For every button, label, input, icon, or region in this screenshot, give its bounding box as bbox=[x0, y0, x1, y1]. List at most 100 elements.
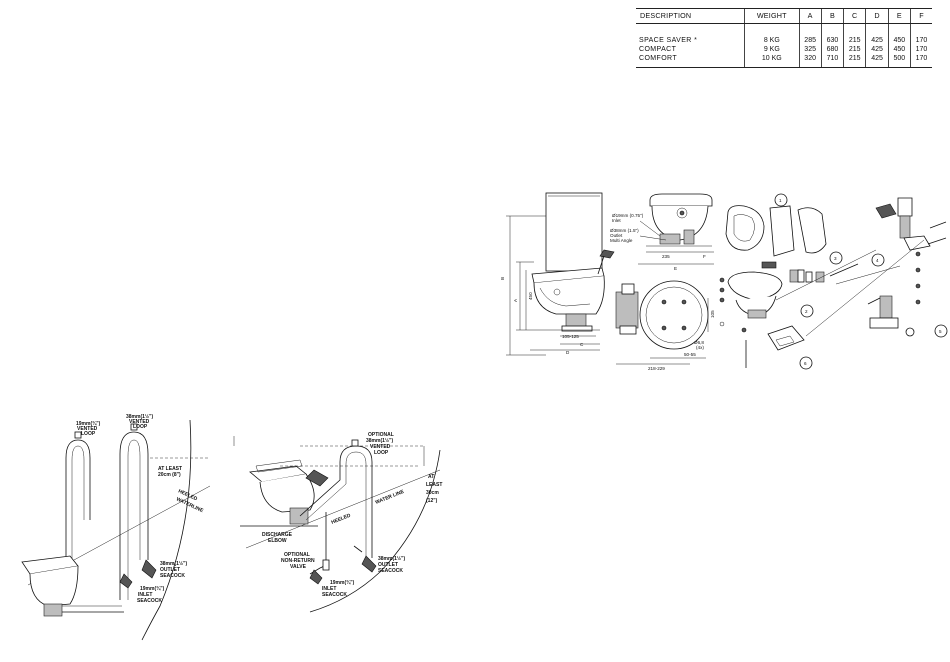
table-cell: 10 KG bbox=[744, 54, 799, 68]
outlet-seacock-right-1: 38mm(1½") bbox=[378, 555, 405, 562]
optional-loop-label-1: OPTIONAL bbox=[368, 432, 394, 438]
table-cell: 8 KG bbox=[744, 23, 799, 45]
col-description: DESCRIPTION bbox=[636, 8, 745, 24]
dim-50-55-label: 50-55 bbox=[684, 352, 696, 357]
dim-hole-2: (4x) bbox=[696, 345, 704, 350]
callout-1: 1 bbox=[774, 193, 788, 207]
water-line-label: WATER LINE bbox=[375, 489, 406, 506]
svg-text:6: 6 bbox=[804, 361, 807, 366]
outlet-seacock-right-3: SEACOCK bbox=[378, 568, 403, 574]
spec-table-header-row: DESCRIPTION WEIGHT A B C D E F bbox=[636, 8, 932, 24]
col-a: A bbox=[798, 8, 822, 24]
at-least-label-2: 20cm (8") bbox=[158, 472, 181, 478]
at-least-30-label-1: AT bbox=[428, 474, 434, 480]
table-cell: 285 bbox=[798, 23, 822, 45]
outlet-note-1: Ø38mm (1.5") bbox=[610, 228, 639, 233]
heeled-label-right: HEELED bbox=[331, 513, 352, 526]
small-loop-label-3: LOOP bbox=[81, 431, 96, 437]
table-cell: 320 bbox=[798, 54, 822, 68]
table-cell: 325 bbox=[798, 45, 822, 54]
col-e: E bbox=[887, 8, 911, 24]
inlet-seacock-right-1: 19mm(¾") bbox=[330, 579, 355, 586]
inlet-note-1: Ø19mm (0.75") bbox=[612, 213, 644, 218]
large-loop-label-2: VENTED bbox=[129, 419, 150, 425]
dim-f-label: F bbox=[703, 254, 706, 259]
inlet-seacock-right-3: SEACOCK bbox=[322, 592, 347, 598]
col-b: B bbox=[820, 8, 844, 24]
callout-4: 4 bbox=[871, 253, 885, 267]
discharge-elbow-label-1: DISCHARGE bbox=[262, 532, 293, 538]
table-cell: 425 bbox=[865, 45, 889, 54]
table-cell: 215 bbox=[843, 45, 866, 54]
col-weight: WEIGHT bbox=[744, 8, 799, 24]
optional-loop-label-3: VENTED bbox=[370, 444, 391, 450]
outlet-seacock-label-3: SEACOCK bbox=[160, 573, 185, 579]
dim-e-label: E bbox=[674, 266, 677, 271]
col-c: C bbox=[843, 8, 866, 24]
small-loop-label-2: VENTED bbox=[77, 426, 98, 432]
outlet-note-2: Outlet bbox=[610, 233, 623, 238]
col-f: F bbox=[909, 8, 932, 24]
table-cell: 425 bbox=[865, 23, 889, 45]
table-cell: COMPACT bbox=[639, 46, 677, 53]
dim-235-label: 235 bbox=[662, 254, 670, 259]
table-cell: 215 bbox=[843, 23, 866, 45]
front-plan-view: Ø19mm (0.75") Inlet Ø38mm (1.5") Outlet … bbox=[610, 193, 715, 371]
dimension-drawing: B A 450 105-125 C D bbox=[500, 192, 615, 356]
table-cell: 170 bbox=[909, 54, 932, 68]
svg-text:5: 5 bbox=[939, 329, 942, 334]
outlet-seacock-right-2: OUTLET bbox=[378, 562, 398, 568]
svg-text:2: 2 bbox=[805, 309, 808, 314]
svg-text:3: 3 bbox=[834, 256, 837, 261]
table-cell: 630 bbox=[820, 23, 844, 45]
table-cell: 170 bbox=[909, 23, 932, 45]
installation-diagram-left: 19mm(¾") VENTED LOOP 38mm(1½") VENTED LO… bbox=[21, 413, 211, 641]
outlet-seacock-label-1: 38mm(1½") bbox=[160, 560, 187, 567]
callout-2: 2 bbox=[800, 304, 814, 318]
table-cell: 9 KG bbox=[744, 45, 799, 54]
callout-5: 5 bbox=[934, 324, 948, 338]
table-row: SPACE SAVER * 8 KG 285 630 215 425 450 1… bbox=[636, 23, 932, 45]
table-cell: 500 bbox=[887, 54, 911, 68]
dim-b-label: B bbox=[500, 277, 505, 280]
dim-105-125-label: 105-125 bbox=[562, 334, 579, 339]
inlet-seacock-label-2: INLET bbox=[138, 592, 152, 598]
callout-3: 3 bbox=[829, 251, 843, 265]
col-d: D bbox=[865, 8, 889, 24]
table-row: COMPACT 9 KG 325 680 215 425 450 170 bbox=[636, 45, 932, 54]
nrv-label-2: NON-RETURN bbox=[281, 558, 315, 564]
table-cell: 450 bbox=[887, 23, 911, 45]
dim-hole-1: Ø6,8 bbox=[694, 340, 704, 345]
dim-105-label: 105 bbox=[710, 310, 715, 318]
nrv-label-1: OPTIONAL bbox=[284, 552, 310, 558]
discharge-elbow-label-2: ELBOW bbox=[268, 538, 287, 544]
inlet-seacock-label-3: SEACOCK bbox=[137, 598, 162, 604]
table-row: COMFORT 10 KG 320 710 215 425 500 170 bbox=[636, 54, 932, 68]
toilet-side-view bbox=[531, 192, 615, 332]
dim-218-229-label: 218-229 bbox=[648, 366, 665, 371]
small-loop-label-1: 19mm(¾") bbox=[76, 420, 101, 427]
svg-text:4: 4 bbox=[876, 258, 879, 263]
at-least-30-label-2: LEAST bbox=[426, 482, 442, 488]
table-cell: 215 bbox=[843, 54, 866, 68]
inlet-note-2: Inlet bbox=[612, 218, 621, 223]
optional-loop-label-4: LOOP bbox=[374, 450, 389, 456]
at-least-label-1: AT LEAST bbox=[158, 466, 182, 472]
outlet-seacock-label-2: OUTLET bbox=[160, 567, 180, 573]
table-cell: 450 bbox=[887, 45, 911, 54]
table-cell: SPACE SAVER * bbox=[639, 37, 698, 44]
table-cell: 680 bbox=[820, 45, 844, 54]
exploded-view: 1 2 3 4 5 6 bbox=[719, 193, 948, 370]
dim-a-label: A bbox=[513, 298, 518, 302]
table-cell: COMFORT bbox=[636, 54, 745, 68]
table-cell: 710 bbox=[820, 54, 844, 68]
dim-d-label: D bbox=[566, 350, 570, 355]
installation-diagram-right: OPTIONAL 38mm(1½") VENTED LOOP AT LEAST … bbox=[233, 432, 442, 613]
svg-text:1: 1 bbox=[779, 198, 782, 203]
optional-loop-label-2: 38mm(1½") bbox=[366, 437, 393, 444]
dim-450-label: 450 bbox=[528, 292, 533, 300]
outlet-note-3: Multi Angle bbox=[610, 238, 633, 243]
table-cell: 425 bbox=[865, 54, 889, 68]
inlet-seacock-label-1: 19mm(¾") bbox=[140, 585, 165, 592]
